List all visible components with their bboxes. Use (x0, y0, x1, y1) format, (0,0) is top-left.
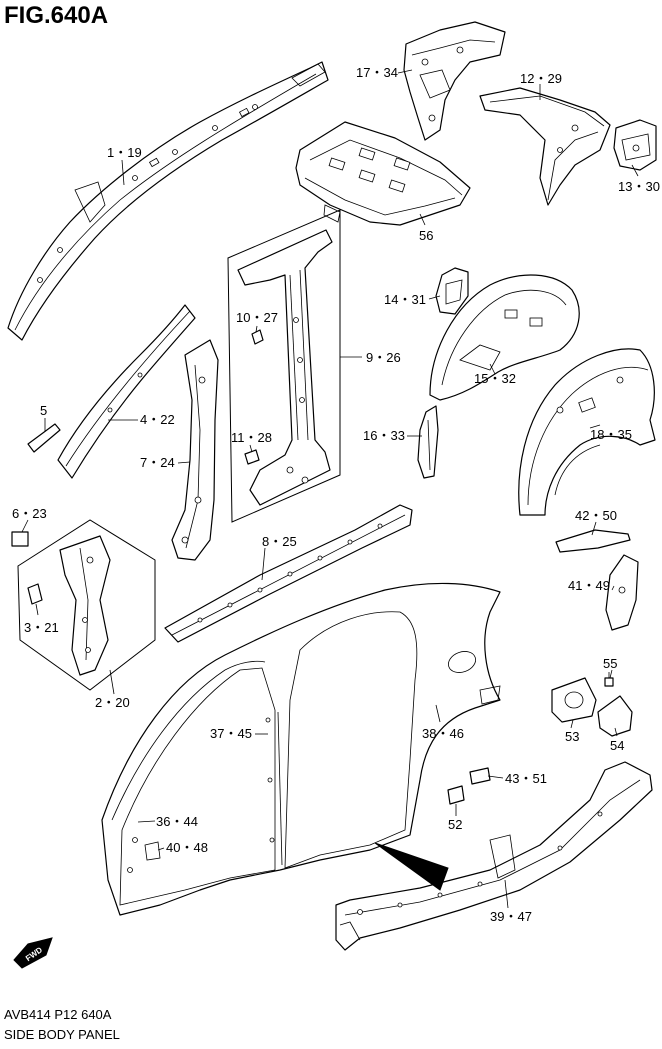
part-side-body-outer (101, 582, 501, 916)
figure-name: SIDE BODY PANEL (4, 1027, 120, 1042)
part-rear-pillar-inner (479, 87, 611, 206)
callout-8-25: 8・25 (262, 534, 297, 549)
callout-7-24: 7・24 (140, 455, 175, 470)
part-front-pillar-inner (171, 339, 219, 561)
callout-42-50: 42・50 (575, 508, 617, 523)
part-small-rear-bracket (417, 405, 439, 479)
part-small-strip (27, 423, 61, 453)
callout-4-22: 4・22 (140, 412, 175, 427)
callout-43-51: 43・51 (505, 771, 547, 786)
callout-5: 5 (40, 403, 48, 418)
callout-15-32: 15・32 (474, 371, 516, 386)
callout-55: 55 (603, 656, 618, 671)
callout-54: 54 (610, 738, 625, 753)
part-wheelhouse-outer (518, 348, 656, 516)
part-small-square (11, 531, 29, 547)
callout-18-35: 18・35 (590, 427, 632, 442)
figure-code: AVB414 P12 640A (4, 1007, 112, 1022)
part-side-sill-lower (335, 761, 653, 951)
part-wheelhouse-inner (429, 274, 580, 401)
part-fuel-filler-housing (551, 677, 597, 723)
part-wheelhouse-upper-piece (435, 267, 469, 315)
part-pads (447, 767, 491, 805)
callout-56: 56 (419, 228, 434, 243)
part-front-pillar-lower-group (11, 519, 156, 691)
callout-14-31: 14・31 (384, 292, 426, 307)
callout-12-29: 12・29 (520, 71, 562, 86)
callout-37-45: 37・45 (210, 726, 252, 741)
callout-3-21: 3・21 (24, 620, 59, 635)
callout-9-26: 9・26 (366, 350, 401, 365)
part-small-bracket-right (613, 119, 657, 171)
figure-title: FIG.640A (4, 2, 109, 29)
part-upper-pillar-bracket (403, 21, 506, 141)
part-rear-parcel-shelf (295, 121, 471, 226)
leader-lines (21, 69, 639, 909)
part-center-pillar-group (227, 209, 341, 523)
callout-39-47: 39・47 (490, 909, 532, 924)
callout-38-46: 38・46 (422, 726, 464, 741)
part-bracket-42 (555, 529, 631, 553)
part-a-pillar-reinforcement (57, 304, 196, 479)
callout-52: 52 (448, 817, 463, 832)
callout-40-48: 40・48 (166, 840, 208, 855)
callout-16-33: 16・33 (363, 428, 405, 443)
callout-10-27: 10・27 (236, 310, 278, 325)
part-side-sill-reinforcement (164, 504, 413, 643)
part-roof-side-rail (7, 61, 329, 341)
callout-17-34: 17・34 (356, 65, 398, 80)
part-rear-bracket-41 (605, 554, 639, 631)
part-fuel-filler-lid (597, 695, 633, 737)
callout-11-28: 11・28 (231, 430, 272, 445)
callout-53: 53 (565, 729, 580, 744)
callout-13-30: 13・30 (618, 179, 660, 194)
callout-36-44: 36・44 (156, 814, 198, 829)
part-bolt-55 (604, 672, 614, 687)
callout-41-49: 41・49 (568, 578, 610, 593)
callout-1-19: 1・19 (107, 145, 142, 160)
callout-2-20: 2・20 (95, 695, 130, 710)
callout-6-23: 6・23 (12, 506, 47, 521)
fwd-arrow-icon: FWD (13, 937, 53, 969)
direction-arrow (374, 842, 449, 891)
